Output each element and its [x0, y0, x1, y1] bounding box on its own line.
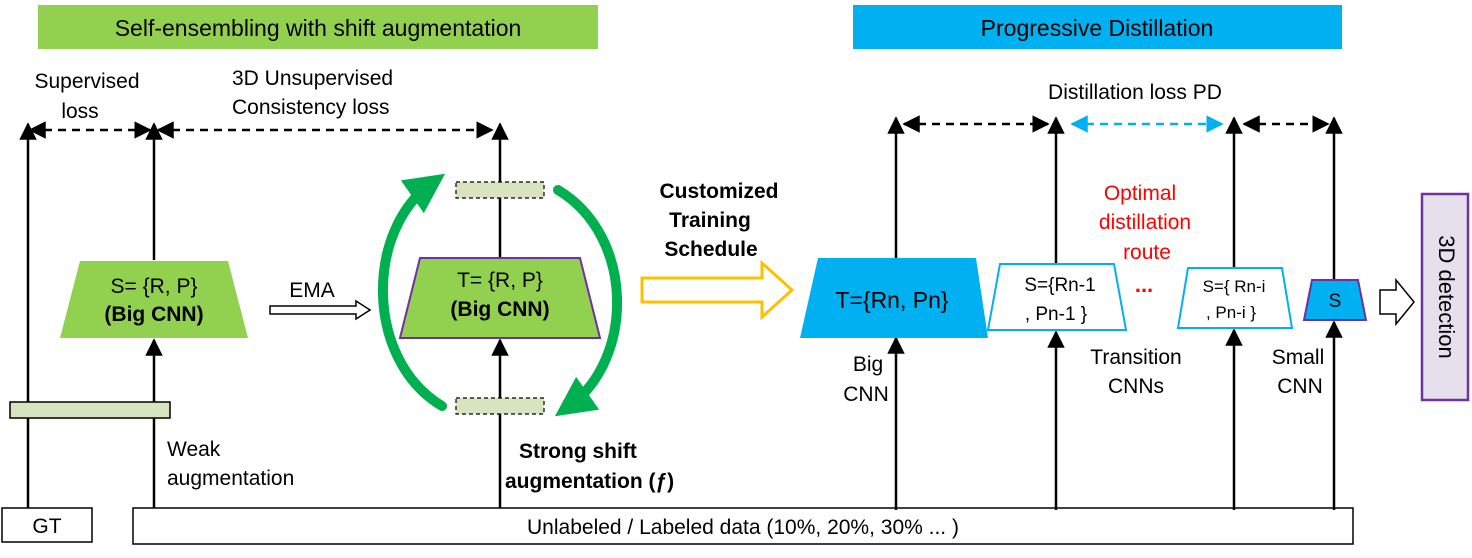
optimal-route-label-3: route — [1123, 241, 1171, 264]
small-cnn-label-2: CNN — [1277, 375, 1323, 398]
ema-arrow — [269, 299, 372, 321]
student-label-2: (Big CNN) — [104, 303, 203, 326]
strong-aug-bar-top — [455, 181, 545, 199]
weak-aug-bar — [9, 401, 171, 419]
schedule-label-1: Customized — [659, 180, 778, 203]
detection-label: 3D detection — [1434, 235, 1459, 359]
schedule-label-2: Training — [669, 209, 751, 232]
transition-i-label-1: S={ Rn-i — [1203, 277, 1266, 296]
transition-box-1 — [986, 263, 1128, 331]
ema-label: EMA — [289, 279, 335, 302]
green-curve-right-arrow — [553, 185, 622, 417]
right-header-text: Progressive Distillation — [981, 15, 1214, 41]
student-label-1: S= {R, P} — [111, 275, 198, 298]
schedule-label-3: Schedule — [664, 238, 757, 261]
teacher-label-1: T= {R, P} — [457, 269, 543, 292]
transition-1-label-1: S={Rn-1 — [1024, 275, 1095, 296]
detection-arrow — [1379, 277, 1415, 327]
supervised-loss-label-1: Supervised — [34, 70, 139, 93]
big-cnn-label-2: CNN — [843, 383, 889, 406]
data-bar — [132, 507, 1354, 545]
big-teacher-label: T={Rn, Pn} — [835, 287, 948, 313]
weak-aug-label-2: augmentation — [167, 467, 294, 490]
detection-box — [1420, 192, 1470, 402]
schedule-arrow — [640, 259, 795, 321]
consistency-loss-label-2: Consistency loss — [232, 96, 390, 119]
gt-box — [1, 507, 93, 543]
big-teacher-box — [800, 258, 988, 338]
left-header-text: Self-ensembling with shift augmentation — [115, 15, 522, 41]
transition-box-i — [1176, 267, 1294, 329]
transition-cnns-label-2: CNNs — [1108, 375, 1164, 398]
ellipsis: ... — [1135, 272, 1153, 297]
transition-i-label-2: , Pn-i } — [1206, 303, 1256, 322]
transition-cnns-label-1: Transition — [1090, 346, 1181, 369]
optimal-route-label-1: Optimal — [1104, 182, 1176, 205]
teacher-box — [398, 257, 602, 339]
green-curve-left-arrow — [378, 173, 447, 411]
strong-aug-label-1: Strong shift — [519, 440, 637, 463]
supervised-loss-label-2: loss — [61, 100, 98, 123]
small-cnn-label-1: Small — [1272, 346, 1325, 369]
right-header-box — [853, 5, 1342, 49]
strong-aug-label-2: augmentation (ƒ) — [505, 470, 674, 493]
left-header-box — [38, 5, 598, 49]
small-student-label: S — [1329, 291, 1342, 312]
small-student-box — [1302, 279, 1368, 321]
consistency-loss-label-1: 3D Unsupervised — [232, 67, 393, 90]
data-bar-label: Unlabeled / Labeled data (10%, 20%, 30% … — [527, 516, 959, 539]
distill-loss-label: Distillation loss PD — [1048, 81, 1222, 104]
student-box — [60, 261, 248, 338]
teacher-label-2: (Big CNN) — [450, 298, 549, 321]
transition-1-label-2: , Pn-1 } — [1025, 304, 1087, 325]
strong-aug-bar-bottom — [455, 397, 545, 415]
big-cnn-label-1: Big — [853, 353, 883, 376]
gt-label: GT — [32, 515, 61, 538]
weak-aug-label-1: Weak — [167, 438, 221, 461]
optimal-route-label-2: distillation — [1099, 211, 1191, 234]
